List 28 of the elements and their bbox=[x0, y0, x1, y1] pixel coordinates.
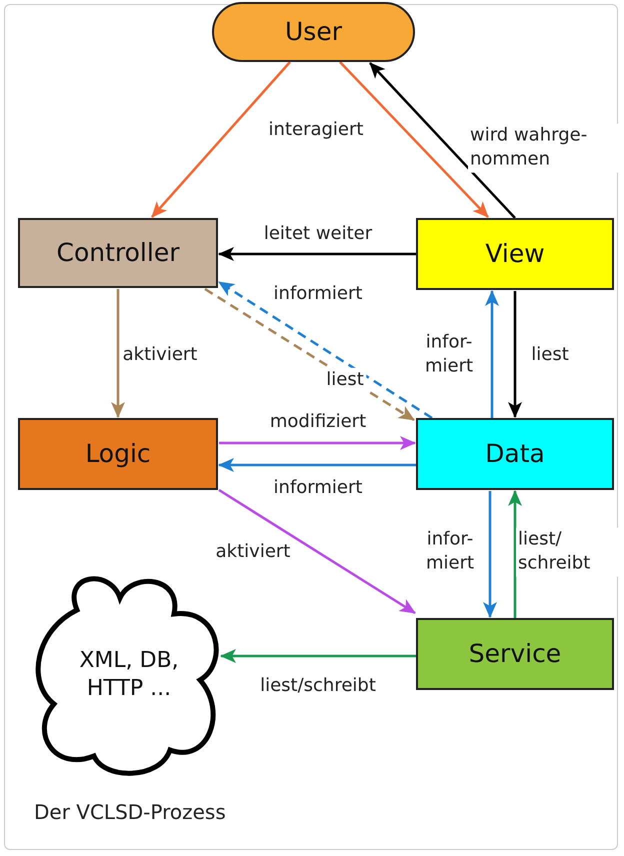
node-label: Service bbox=[468, 638, 562, 670]
arrow bbox=[483, 491, 497, 618]
process-box bbox=[416, 618, 614, 690]
arrow bbox=[485, 290, 499, 418]
arrow bbox=[508, 490, 522, 618]
arrow bbox=[151, 61, 291, 218]
caption: Der VCLSD-Prozess bbox=[34, 800, 226, 824]
arrow bbox=[218, 247, 416, 261]
arrow bbox=[111, 289, 125, 418]
node-label: Logic bbox=[85, 438, 151, 470]
node-label: View bbox=[485, 238, 545, 270]
arrow bbox=[369, 62, 516, 219]
arrow bbox=[220, 649, 416, 663]
arrow bbox=[218, 280, 433, 420]
edge-label: liest/ schreibt bbox=[516, 528, 620, 576]
arrow bbox=[508, 291, 522, 418]
process-box bbox=[416, 218, 614, 290]
node-label: Controller bbox=[56, 237, 180, 269]
arrow bbox=[218, 488, 416, 614]
arrow bbox=[218, 458, 416, 472]
process-box bbox=[416, 418, 614, 490]
arrow bbox=[339, 61, 489, 218]
node-label: XML, DB, HTTP ... bbox=[78, 647, 180, 702]
process-box bbox=[18, 218, 218, 288]
node-label: User bbox=[285, 16, 342, 48]
node-label: Data bbox=[485, 438, 545, 470]
process-box bbox=[18, 418, 218, 490]
arrow bbox=[219, 436, 416, 450]
